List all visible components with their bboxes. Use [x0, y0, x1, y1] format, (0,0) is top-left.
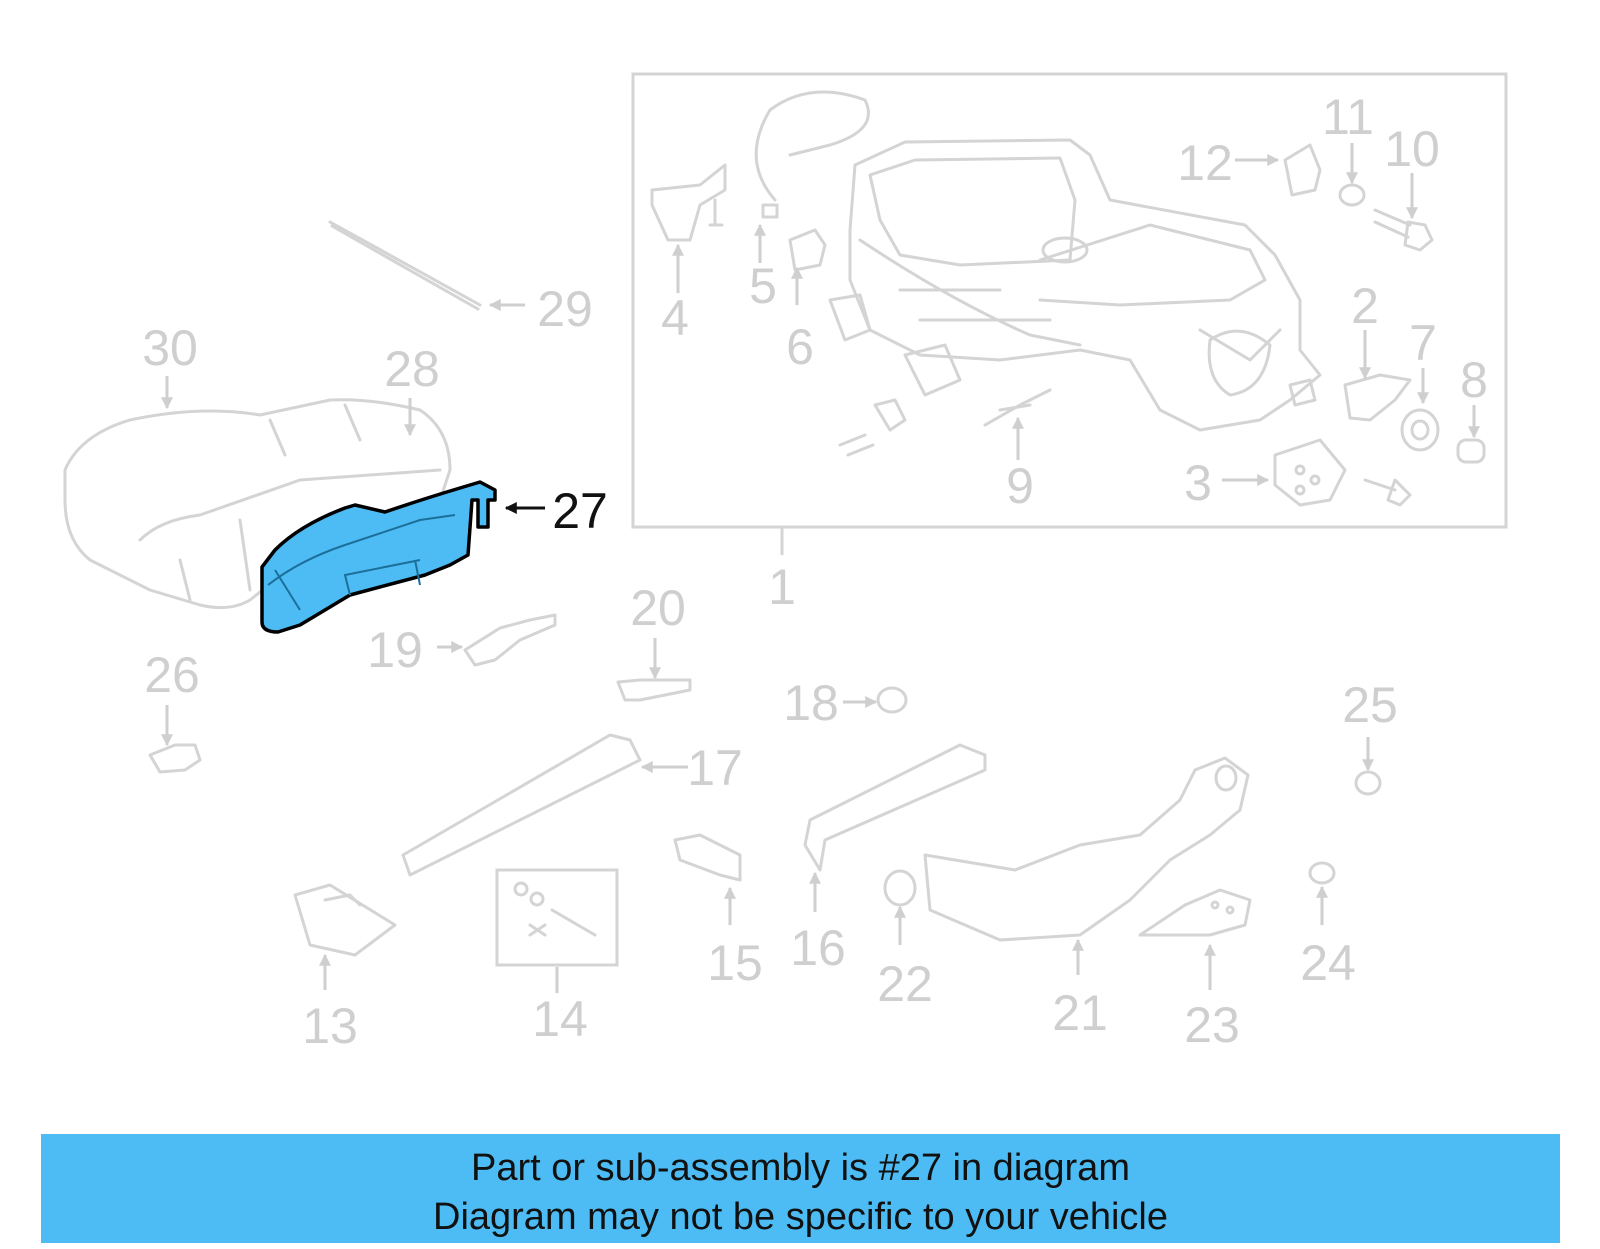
callout-30: 30	[142, 320, 198, 376]
callout-19: 19	[367, 622, 423, 678]
callout-25: 25	[1342, 677, 1398, 733]
callout-21: 21	[1052, 985, 1108, 1041]
bracket-part-2	[1343, 373, 1412, 422]
callout-15: 15	[707, 935, 763, 991]
rail-part-16	[803, 743, 987, 872]
callout-12: 12	[1177, 135, 1233, 191]
caption-line-2: Diagram may not be specific to your vehi…	[433, 1196, 1168, 1238]
highlighted-part-27	[260, 480, 497, 634]
callout-20: 20	[630, 580, 686, 636]
bolt-part-10	[1373, 208, 1434, 252]
cable-part-5	[754, 90, 870, 219]
callout-11: 11	[1322, 89, 1374, 145]
callout-4: 4	[661, 290, 689, 346]
caption-banner: Part or sub-assembly is #27 in diagram D…	[41, 1134, 1560, 1243]
washer-part-7	[1400, 408, 1440, 452]
seat-cushion-parts-30-28	[63, 398, 452, 610]
callout-27: 27	[552, 483, 608, 539]
callout-10: 10	[1384, 121, 1440, 177]
clip-part-26	[148, 743, 202, 774]
callout-13: 13	[302, 998, 358, 1054]
cap-part-25	[1354, 770, 1382, 796]
clip-part-20	[616, 678, 692, 702]
callout-26: 26	[144, 647, 200, 703]
block-part-13	[293, 883, 397, 957]
callout-3: 3	[1184, 455, 1212, 511]
cap-part-24	[1308, 861, 1336, 885]
nut-part-11	[1338, 183, 1366, 207]
plug-part-18	[876, 686, 908, 714]
pins-near-frame	[838, 398, 907, 457]
callout-28: 28	[384, 341, 440, 397]
callout-1: 1	[768, 559, 796, 615]
caption-line-1: Part or sub-assembly is #27 in diagram	[471, 1147, 1130, 1189]
cap-part-8	[1456, 438, 1486, 464]
pin-part-9	[983, 388, 1052, 427]
callout-18: 18	[783, 675, 839, 731]
callout-8: 8	[1460, 352, 1488, 408]
rail-part-17	[401, 733, 642, 877]
callout-labels: 1 2 3 4 5 6 7 8 9 10 11 12 13 14 15 16 1…	[142, 89, 1488, 1054]
rod-part-29	[328, 220, 482, 311]
callout-6: 6	[786, 319, 814, 375]
seat-frame-drawing	[828, 138, 1322, 432]
callout-17: 17	[687, 740, 743, 796]
callout-22: 22	[877, 956, 933, 1012]
hardware-kit-part-14	[495, 868, 619, 967]
bracket-part-4	[650, 163, 727, 242]
callout-2: 2	[1351, 278, 1379, 334]
bracket-part-19	[463, 613, 557, 667]
callout-27-group: 27	[504, 483, 608, 539]
seat-frame-assembly-box	[631, 72, 1508, 555]
clip-part-15	[673, 833, 742, 882]
lever-part-23	[1138, 888, 1252, 937]
callout-16: 16	[790, 920, 846, 976]
callout-29: 29	[537, 281, 593, 337]
callout-7: 7	[1409, 315, 1437, 371]
mechanism-part-3	[1273, 438, 1412, 507]
callout-24: 24	[1300, 935, 1356, 991]
callout-9: 9	[1006, 458, 1034, 514]
callout-14: 14	[532, 991, 588, 1047]
bracket-part-12	[1283, 143, 1322, 197]
track-part-21	[923, 756, 1250, 942]
nut-part-22	[883, 869, 917, 907]
clip-part-6	[788, 228, 827, 272]
parts-diagram: 1 2 3 4 5 6 7 8 9 10 11 12 13 14 15 16 1…	[63, 72, 1508, 1054]
leader-arrows	[161, 143, 1480, 993]
callout-23: 23	[1184, 997, 1240, 1053]
callout-5: 5	[749, 258, 777, 314]
